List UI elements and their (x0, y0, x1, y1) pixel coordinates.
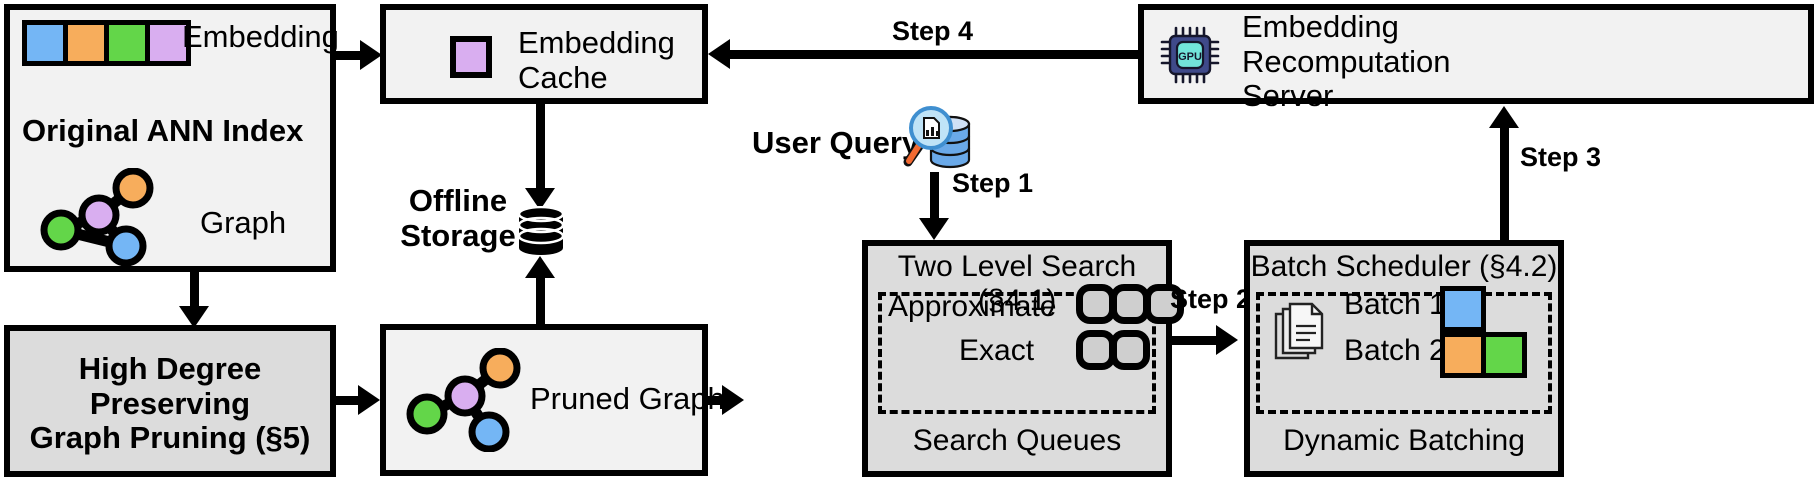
approximate-row-label: Approximate (888, 290, 1057, 323)
embedding-cell-orange (68, 25, 104, 61)
dynamic-batching-footer: Dynamic Batching (1283, 424, 1525, 457)
arrow-pruned-to-search-head (722, 385, 744, 415)
batch-1-swatches (1440, 286, 1486, 332)
offline-storage-label: Offline Storage (400, 183, 516, 253)
gpu-chip-icon: GPU (1160, 26, 1220, 84)
arrow-index-to-cache-shaft (336, 51, 368, 60)
two-level-search-title: Two Level Search (§4.1) (897, 250, 1137, 317)
approximate-queue-tile[interactable] (1144, 284, 1184, 324)
batch-swatch-green (1486, 337, 1522, 373)
arrow-step3-head (1489, 106, 1519, 128)
arrow-pruned-to-search-shaft (708, 396, 730, 405)
step2-label: Step 2 (1170, 284, 1252, 314)
graph-label: Graph (200, 205, 287, 240)
embedding-cell-green (109, 25, 145, 61)
svg-text:GPU: GPU (1178, 51, 1202, 63)
graph-pruning-box (4, 325, 336, 477)
dynamic-batching-panel (1256, 292, 1552, 414)
database-cylinder-icon (516, 205, 566, 256)
exact-row-label: Exact (959, 334, 1035, 367)
arrow-step1-head (919, 218, 949, 240)
magnifier-over-database-icon (900, 102, 972, 174)
arrow-step3-shaft (1500, 124, 1509, 240)
arrow-pruning-to-pruned-shaft (336, 396, 366, 405)
step3-label: Step 3 (1520, 142, 1602, 172)
embedding-cache-box (380, 4, 708, 104)
batch-1-label: Batch 1 (1344, 288, 1446, 321)
arrow-pruning-to-pruned-head (358, 385, 380, 415)
exact-queue-tile[interactable] (1076, 330, 1116, 370)
embedding-cache-swatch (450, 36, 492, 78)
graph-pruning-label: High Degree Preserving Graph Pruning (§5… (29, 351, 311, 456)
recomputation-server-box (1138, 4, 1814, 104)
original-graph-figure (36, 167, 166, 267)
search-queues-panel (878, 292, 1156, 414)
embedding-cell-blue (27, 25, 63, 61)
arrow-step1-shaft (930, 172, 939, 222)
arrow-index-to-cache-head (360, 40, 382, 70)
arrow-cache-to-storage-head (525, 188, 555, 210)
arrow-index-to-pruning-shaft (190, 272, 199, 308)
pruned-graph-box (380, 324, 708, 476)
arrow-step2-head (1216, 325, 1238, 355)
recomputation-server-label: Embedding Recomputation Server (1242, 9, 1451, 114)
pruned-graph-figure (402, 347, 532, 453)
arrow-step2-shaft (1172, 336, 1224, 345)
arrow-index-to-pruning-head (179, 306, 209, 328)
embedding-cache-label: Embedding Cache (518, 25, 675, 95)
pruned-graph-label: Pruned Graph (530, 381, 725, 416)
exact-queue-tile[interactable] (1110, 330, 1150, 370)
arrow-step4-head (708, 39, 730, 69)
step1-label: Step 1 (952, 168, 1034, 198)
batch-2-label: Batch 2 (1344, 334, 1446, 367)
documents-stack-icon (1272, 300, 1326, 366)
embedding-cell-purple (150, 25, 186, 61)
embedding-label: Embedding (182, 19, 339, 54)
arrow-step4-shaft (730, 50, 1138, 59)
arrow-cache-to-storage-shaft (536, 104, 545, 192)
original-ann-index-title: Original ANN Index (22, 113, 304, 148)
user-query-label: User Query (752, 125, 920, 160)
step4-label: Step 4 (892, 16, 974, 46)
arrow-pruned-to-storage-head (525, 256, 555, 278)
batch-swatch-blue (1445, 291, 1481, 327)
batch-2-swatches (1440, 332, 1527, 378)
batch-swatch-orange (1445, 337, 1481, 373)
batch-scheduler-title: Batch Scheduler (§4.2) (1250, 250, 1558, 283)
search-queues-footer: Search Queues (912, 424, 1122, 457)
embedding-strip (22, 20, 191, 66)
arrow-pruned-to-storage-shaft (536, 272, 545, 324)
